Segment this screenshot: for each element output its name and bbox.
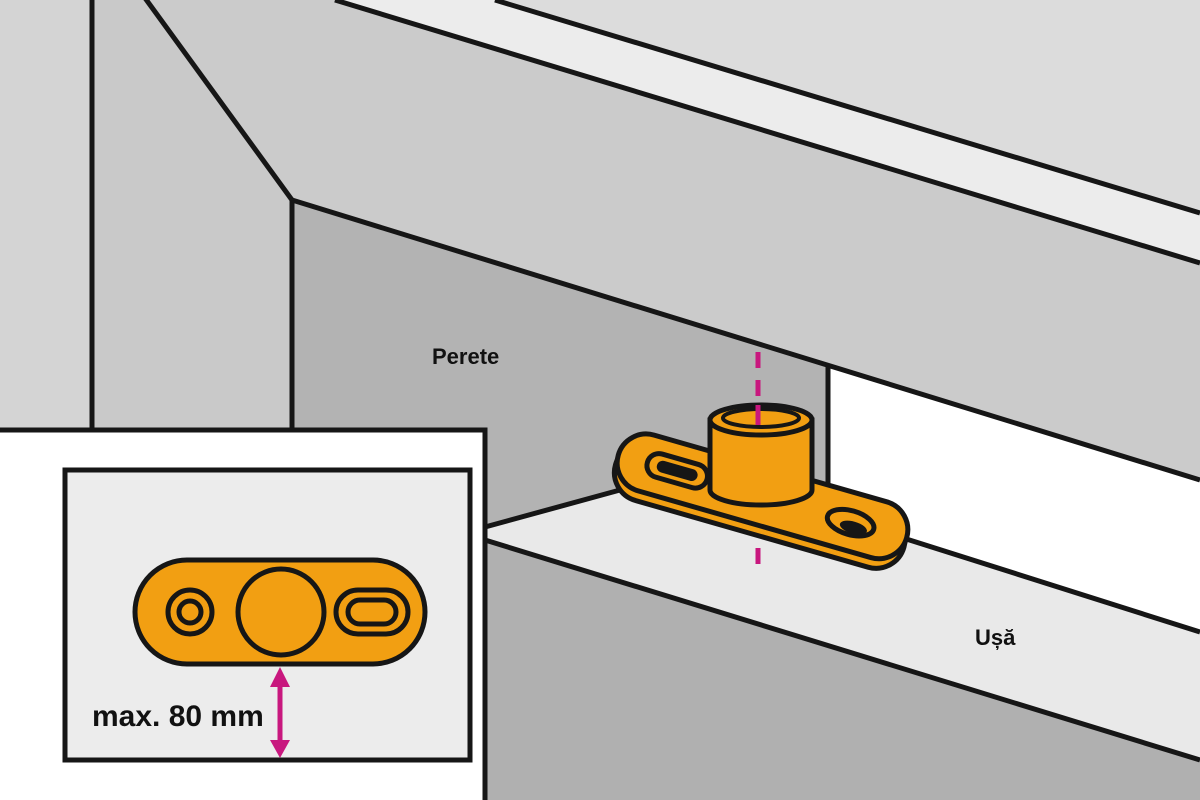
door-top-face — [485, 490, 1200, 760]
door-label: Ușă — [975, 625, 1016, 650]
door-front-face — [485, 540, 1200, 800]
door-gap — [828, 365, 1200, 632]
inset-top-view — [0, 427, 488, 800]
lintel — [145, 0, 1200, 480]
wall-label: Perete — [432, 344, 499, 369]
dimension-arrow — [270, 667, 290, 758]
bracket-3d — [611, 352, 911, 571]
sleeve-body — [707, 417, 815, 508]
wall-return — [92, 0, 292, 430]
max-distance-label: max. 80 mm — [92, 700, 264, 733]
sleeve-top-view — [235, 566, 327, 658]
